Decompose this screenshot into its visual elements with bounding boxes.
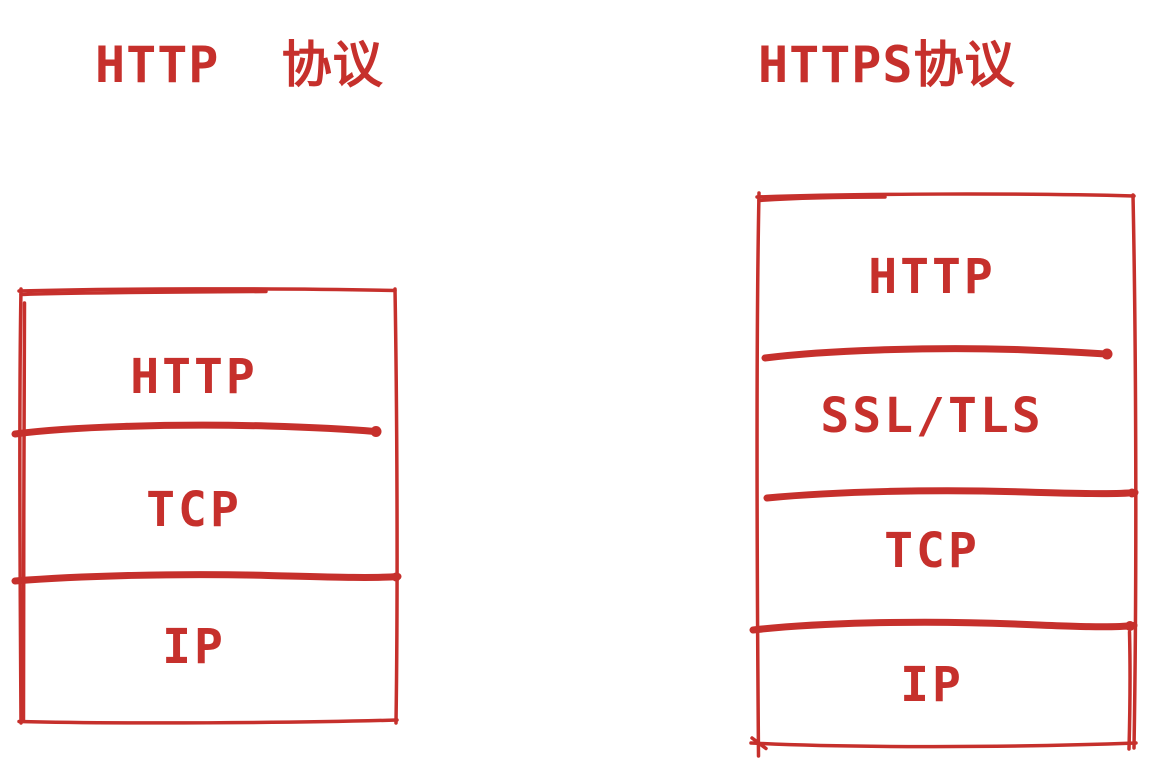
https-stack-layer-ssl-tls: SSL/TLS	[820, 388, 1044, 444]
http-stack-border	[17, 287, 399, 725]
http-stack-layer-tcp: TCP	[146, 482, 242, 538]
https-stack-title: HTTPS协议	[758, 36, 1016, 94]
https-stack-box: HTTP SSL/TLS TCP IP	[749, 191, 1139, 758]
https-stack-divider-lines	[749, 345, 1139, 634]
http-stack-layer-ip: IP	[162, 619, 226, 675]
http-stack-layer-http: HTTP	[130, 349, 258, 405]
http-stack-drawing	[11, 287, 402, 725]
https-stack-layer-http: HTTP	[868, 249, 996, 305]
http-stack-title: HTTP 协议	[95, 36, 384, 94]
https-stack-layer-ip: IP	[900, 657, 964, 713]
http-stack-divider-lines	[11, 421, 402, 585]
https-stack-border	[749, 191, 1138, 758]
https-stack-drawing	[749, 191, 1139, 758]
http-stack-box: HTTP TCP IP	[11, 287, 402, 725]
https-stack-layer-tcp: TCP	[884, 523, 980, 579]
